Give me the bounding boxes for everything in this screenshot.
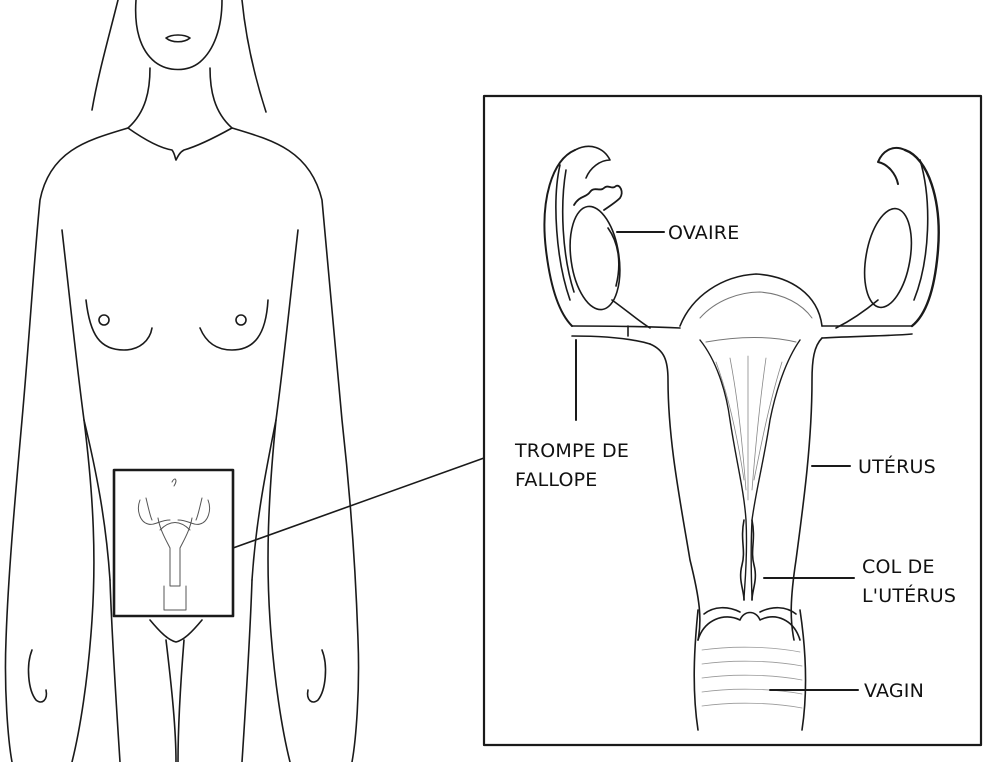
label-col-de-luterus: COL DE L'UTÉRUS (862, 553, 956, 612)
hair-outline (92, 0, 118, 110)
left-arm-outer (5, 128, 128, 762)
inset-box-small (114, 470, 233, 616)
breast-right (200, 300, 268, 350)
label-trompe-line2: FALLOPE (515, 466, 629, 495)
label-uterus: UTÉRUS (858, 453, 936, 482)
right-arm-outer (232, 128, 359, 762)
label-uterus-text: UTÉRUS (858, 453, 936, 482)
label-trompe-de-fallope: TROMPE DE FALLOPE (515, 437, 629, 496)
collarbone (128, 128, 232, 160)
body-figure (5, 0, 358, 762)
label-col-line1: COL DE (862, 553, 956, 582)
connector-line (233, 458, 484, 548)
label-vagin: VAGIN (864, 677, 924, 706)
label-ovaire-text: OVAIRE (668, 219, 739, 248)
breast-left (86, 300, 152, 350)
label-vagin-text: VAGIN (864, 677, 924, 706)
label-ovaire: OVAIRE (668, 219, 739, 248)
label-col-line2: L'UTÉRUS (862, 582, 956, 611)
label-trompe-line1: TROMPE DE (515, 437, 629, 466)
